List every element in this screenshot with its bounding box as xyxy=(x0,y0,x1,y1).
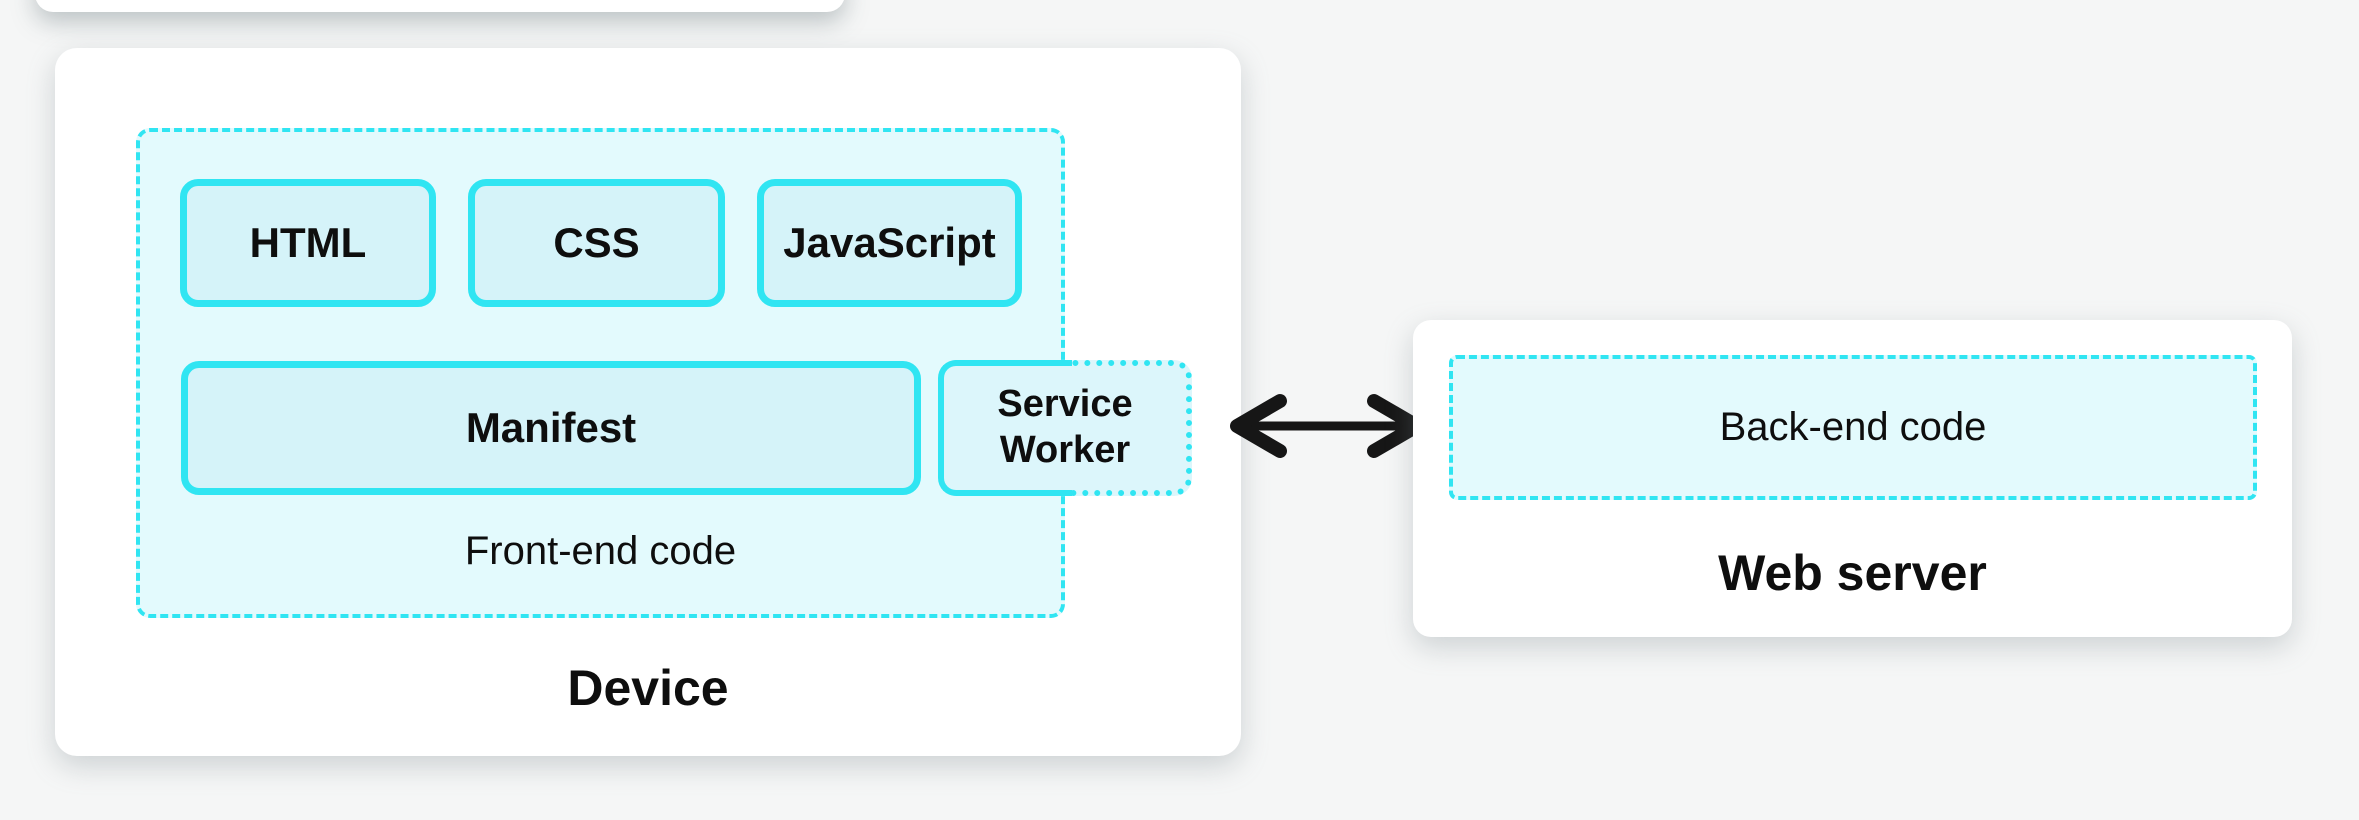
service-worker-box-label: Service Worker xyxy=(997,383,1133,471)
manifest-box-label: Manifest xyxy=(465,404,637,451)
web-server-card: Back-end code Web server xyxy=(1413,320,2292,637)
double-headed-arrow-icon xyxy=(1222,386,1432,466)
javascript-box: JavaScript xyxy=(757,179,1022,307)
manifest-box: Manifest xyxy=(181,361,921,495)
device-label: Device xyxy=(567,660,729,716)
backend-code-label: Back-end code xyxy=(1719,405,1987,449)
javascript-box-label: JavaScript xyxy=(783,219,996,266)
frontend-code-label: Front-end code xyxy=(464,529,737,573)
css-box-label: CSS xyxy=(553,219,640,266)
cropped-card-top xyxy=(35,0,845,12)
device-card: HTML CSS JavaScript Manifest Service Wor… xyxy=(55,48,1241,756)
backend-code-box: Back-end code xyxy=(1449,355,2257,500)
web-server-label: Web server xyxy=(1718,545,1987,601)
css-box: CSS xyxy=(468,179,725,307)
html-box-label: HTML xyxy=(249,219,367,266)
html-box: HTML xyxy=(180,179,436,307)
service-worker-box: Service Worker xyxy=(938,360,1192,496)
